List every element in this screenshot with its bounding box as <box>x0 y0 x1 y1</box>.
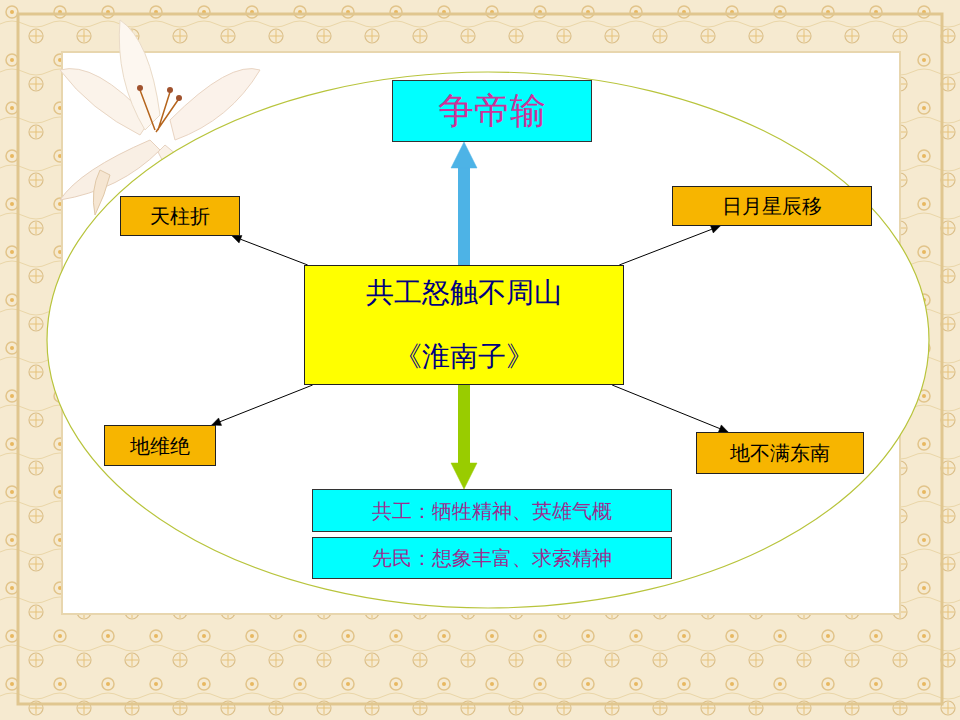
arrow-connector <box>451 142 477 265</box>
node-title: 共工怒触不周山 <box>366 276 562 310</box>
frame-line <box>18 14 942 704</box>
node-title: 地维绝 <box>130 434 190 458</box>
arrow-head <box>710 226 720 233</box>
node-title: 日月星辰移 <box>722 194 822 218</box>
node-title: 共工：牺牲精神、英雄气概 <box>372 499 612 523</box>
arrow-connector <box>619 226 720 265</box>
arrow-connector <box>232 235 308 265</box>
arrow-connector <box>612 385 728 432</box>
effect-box: 地维绝 <box>104 425 216 466</box>
meaning-box: 先民：想象丰富、求索精神 <box>312 537 672 579</box>
enclosing-ellipse <box>47 72 929 608</box>
connector-line <box>458 385 470 463</box>
connector-line <box>241 239 308 265</box>
effect-box: 日月星辰移 <box>672 186 872 226</box>
connector-line <box>612 385 720 429</box>
connector-line <box>619 229 712 265</box>
arrow-head <box>232 235 242 242</box>
effect-box: 地不满东南 <box>696 432 864 474</box>
connector-line <box>458 168 470 265</box>
result-box: 争帝输 <box>392 80 592 142</box>
node-title: 争帝输 <box>438 89 546 132</box>
arrow-head <box>451 142 477 168</box>
node-title: 天柱折 <box>150 204 210 228</box>
source-text: 《淮南子》 <box>394 340 534 374</box>
node-title: 地不满东南 <box>730 441 830 465</box>
arrow-head <box>451 463 477 489</box>
arrow-connector <box>212 385 313 425</box>
arrow-connector <box>451 385 477 489</box>
node-title: 先民：想象丰富、求索精神 <box>372 546 612 570</box>
meaning-box: 共工：牺牲精神、英雄气概 <box>312 489 672 532</box>
effect-box: 天柱折 <box>120 196 240 236</box>
central-box: 共工怒触不周山《淮南子》 <box>304 265 624 385</box>
connector-line <box>220 385 313 422</box>
